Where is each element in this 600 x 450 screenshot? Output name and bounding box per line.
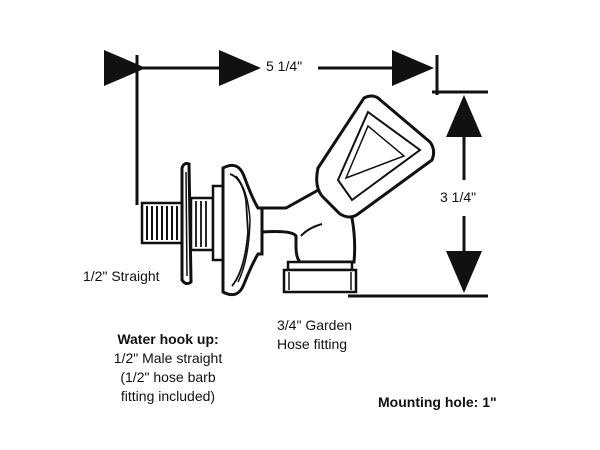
inlet-label: 1/2" Straight [83, 268, 160, 284]
width-dimension-label: 5 1/4" [266, 58, 303, 74]
lock-nut [189, 184, 225, 262]
outlet-label-line2: Hose fitting [277, 336, 348, 352]
water-hookup-block: Water hook up: 1/2" Male straight (1/2" … [84, 330, 252, 406]
valve-handle [315, 94, 436, 219]
water-hookup-line2: (1/2" hose barb [120, 369, 216, 385]
water-hookup-line3: fitting included) [120, 388, 216, 404]
hose-outlet [282, 260, 358, 294]
water-hookup-line1: 1/2" Male straight [113, 350, 223, 366]
mounting-hole-label: Mounting hole: 1" [378, 394, 497, 410]
water-hookup-title: Water hook up: [117, 331, 219, 347]
width-dimension [104, 50, 439, 205]
height-dimension [348, 90, 488, 298]
bell-housing [221, 163, 264, 297]
mounting-flange [180, 162, 193, 286]
outlet-label: 3/4" Garden Hose fitting [277, 316, 352, 354]
inlet-nipple [140, 201, 184, 245]
height-dimension-label: 3 1/4" [440, 189, 477, 205]
outlet-label-line1: 3/4" Garden [277, 317, 353, 333]
